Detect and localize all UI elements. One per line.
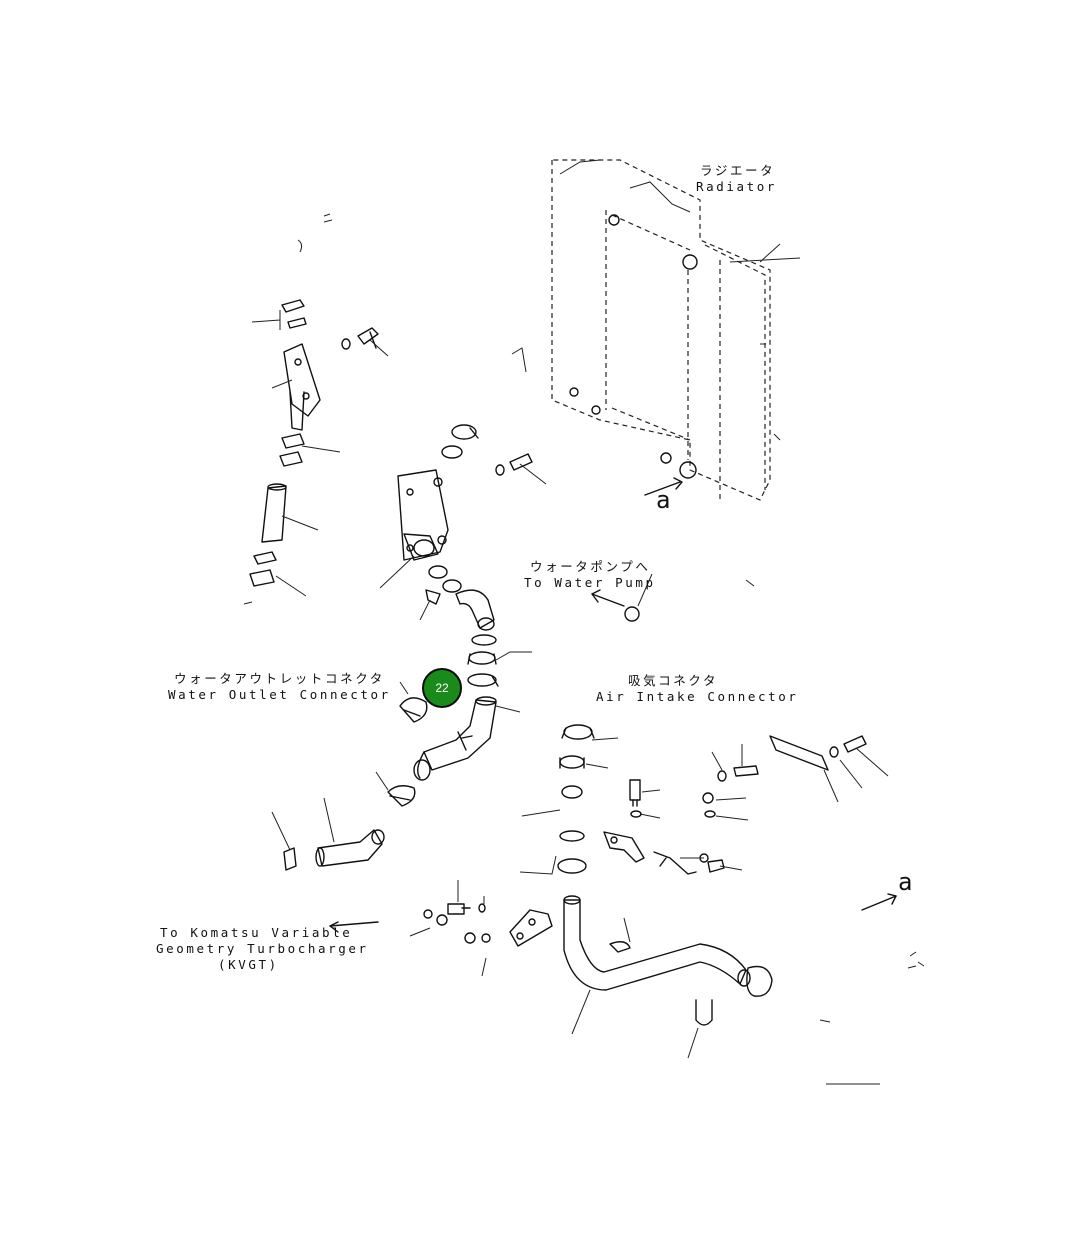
view-letter-right: a <box>898 868 913 896</box>
water-outlet-connector-group <box>271 424 547 871</box>
water-pump-label-jp: ウォータポンプへ <box>530 559 651 574</box>
water-outlet-label-en: Water Outlet Connector <box>168 687 391 702</box>
air-intake-label-jp: 吸気コネクタ <box>628 673 719 688</box>
radiator-assembly <box>511 159 801 501</box>
part-callout-22[interactable]: 22 <box>422 668 462 708</box>
turbo-label-line2: Geometry Turbocharger <box>156 941 369 956</box>
water-outlet-label-jp: ウォータアウトレットコネクタ <box>174 671 385 686</box>
view-letter-top: a <box>656 486 671 514</box>
radiator-label-jp: ラジエータ <box>700 163 776 178</box>
water-pump-arrow <box>591 573 755 622</box>
view-arrow-right <box>861 895 897 911</box>
air-intake-connector-group <box>519 724 889 875</box>
air-intake-label-en: Air Intake Connector <box>596 689 799 704</box>
upper-left-parts <box>243 213 389 605</box>
water-pump-label-en: To Water Pump <box>524 575 656 590</box>
turbo-label-line1: To Komatsu Variable <box>160 925 353 940</box>
turbo-label-line3: (KVGT) <box>218 957 279 972</box>
turbo-pipe-group <box>329 880 925 1059</box>
view-arrow-top <box>644 481 681 496</box>
radiator-label-en: Radiator <box>696 179 778 194</box>
